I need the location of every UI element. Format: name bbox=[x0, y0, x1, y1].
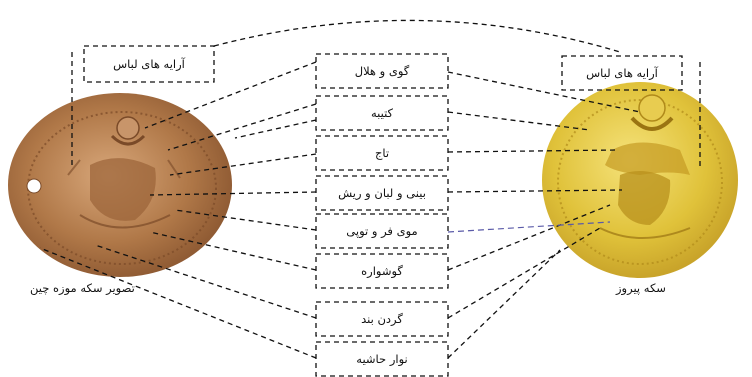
feature-orb-crescent: گوی و هلال bbox=[316, 54, 448, 88]
left-coin-image bbox=[8, 93, 232, 277]
right-dress-label: آرایه های لباس bbox=[562, 56, 682, 90]
feature-inscription: کتیبه bbox=[316, 96, 448, 130]
left-dress-label: آرایه های لباس bbox=[84, 46, 214, 82]
right-coin-caption: سکه پیروز bbox=[616, 281, 666, 295]
feature-crown: تاج bbox=[316, 136, 448, 170]
feature-curly-hair: موی فر و توپی bbox=[316, 214, 448, 248]
feature-earring: گوشواره bbox=[316, 254, 448, 288]
right-coin-image bbox=[542, 82, 738, 278]
feature-border-band: نوار حاشیه bbox=[316, 342, 448, 376]
left-coin-caption: تصویر سکه موزه چین bbox=[30, 281, 135, 295]
feature-necklace: گردن بند bbox=[316, 302, 448, 336]
feature-nose-lips-beard: بینی و لبان و ریش bbox=[316, 176, 448, 210]
connector-arc bbox=[214, 20, 620, 52]
